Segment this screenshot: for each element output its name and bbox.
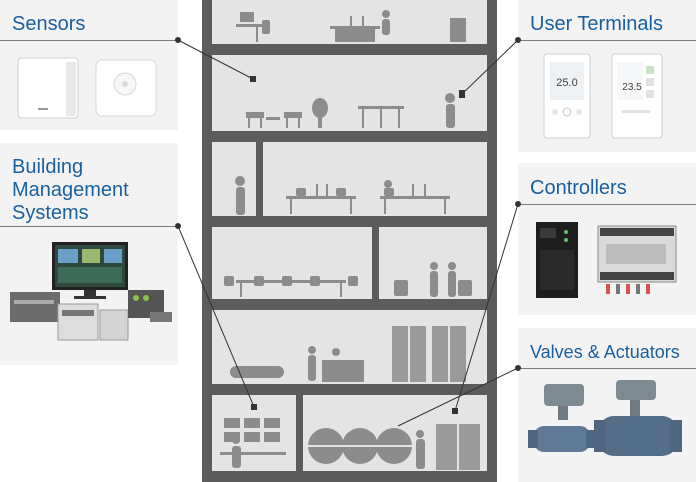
thermostat-1-readout: 25.0: [556, 77, 577, 89]
floor-lobby: [230, 326, 466, 382]
valves-rule: [518, 368, 696, 369]
sensors-title: Sensors: [12, 13, 86, 35]
sensor-box-device: [17, 57, 79, 119]
floor-conference: [224, 262, 472, 297]
bms-title-line-1: Building: [12, 156, 84, 178]
bms-title-line-2: Management: [12, 179, 129, 201]
valves-title: Valves & Actuators: [530, 342, 680, 362]
sensors-rule: [0, 40, 178, 41]
controllers-rule: [518, 204, 696, 205]
controller-device-2: [597, 225, 677, 294]
thermostat-device-1: [543, 53, 591, 139]
connector-lines: [175, 37, 521, 427]
controllers-title: Controllers: [530, 177, 627, 199]
user-terminals-title: User Terminals: [530, 13, 663, 35]
bms-title-line-3: Systems: [12, 202, 89, 224]
floor-desks: [235, 176, 450, 215]
bms-hardware-devices: [10, 290, 172, 341]
sensor-disc-device: [95, 59, 157, 117]
controller-device-1: [536, 222, 578, 298]
valve-device-2: [594, 380, 682, 456]
thermostat-device-2: [611, 53, 663, 139]
floor-lounge: [246, 93, 455, 128]
bms-rule: [0, 226, 178, 227]
floor-top-offices: [236, 10, 466, 42]
floor-plant: [220, 418, 480, 470]
user-terminals-rule: [518, 40, 696, 41]
thermostat-2-readout: 23.5: [622, 82, 642, 93]
bms-monitor-device: [52, 242, 128, 299]
valve-device-1: [528, 384, 596, 452]
